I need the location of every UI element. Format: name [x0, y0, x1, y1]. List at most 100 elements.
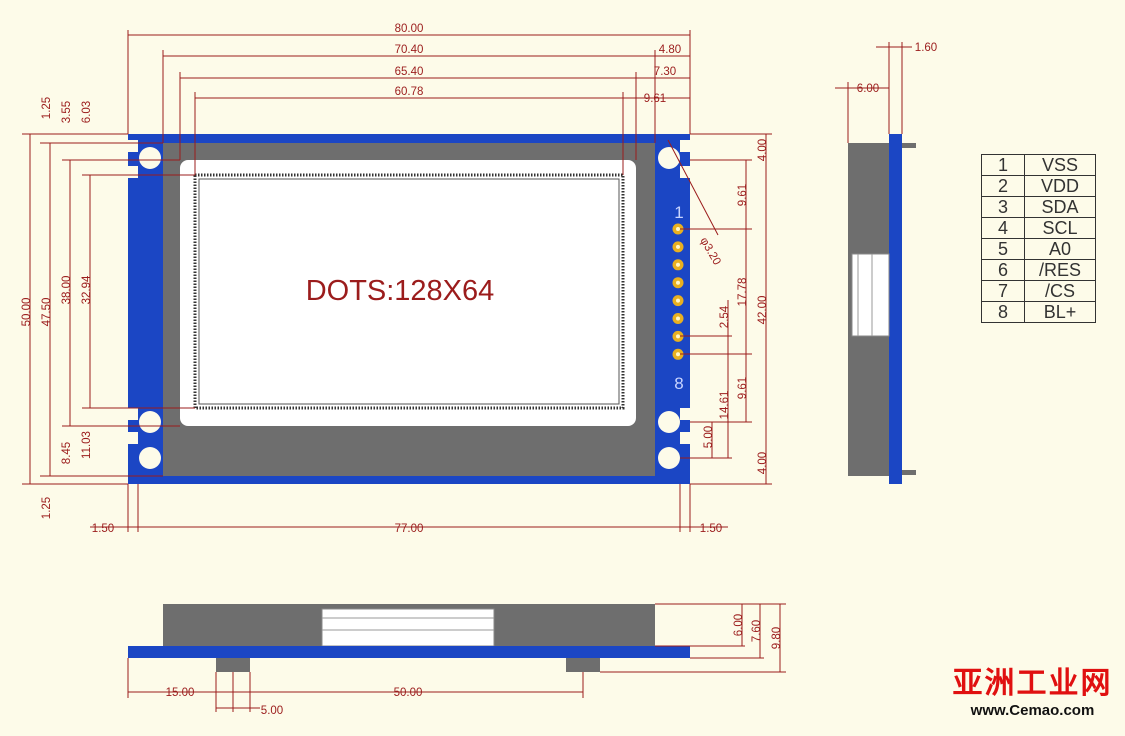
dim-active-height: 32.94 — [81, 275, 93, 304]
bottom-flex — [321, 608, 495, 647]
notch — [680, 408, 690, 420]
dim-top-offset-3: 6.03 — [81, 101, 93, 123]
dim-hole-bottom-offset: 4.00 — [757, 452, 769, 474]
dim-pin-bottom-offset: 9.61 — [737, 377, 749, 399]
pin-signal: BL+ — [1024, 301, 1096, 323]
pin-number: 1 — [981, 154, 1025, 176]
mounting-hole — [139, 447, 161, 469]
top-dimensions: 80.00 70.40 4.80 65.40 7.30 60.78 9.61 — [127, 23, 691, 175]
dim-pin-top-offset: 9.61 — [737, 184, 749, 206]
dim-hole-gap: 5.00 — [703, 426, 715, 448]
pin-hole — [676, 262, 680, 267]
pin-hole — [676, 280, 680, 285]
dim-pcb-thickness: 1.60 — [915, 42, 937, 54]
watermark-title: 亚洲工业网 — [952, 667, 1113, 700]
mounting-hole — [658, 447, 680, 469]
dim-bottom-offset: 1.25 — [41, 497, 53, 519]
pin-row: 7/CS — [981, 280, 1096, 302]
hole-diameter-label: φ3.20 — [697, 236, 722, 268]
dim-hole-width: 77.00 — [395, 523, 424, 535]
dim-right-margin: 1.50 — [700, 523, 722, 535]
dim-frame-width: 70.40 — [395, 44, 424, 56]
dim-pin-to-hole: 14.61 — [719, 391, 731, 420]
dots-label: DOTS:128X64 — [306, 275, 495, 307]
left-dimensions: 50.00 47.50 1.25 1.25 38.00 3.55 8.45 32… — [21, 97, 195, 519]
active-area-inner — [198, 178, 620, 405]
bottom-standoff — [216, 658, 250, 672]
bottom-dimensions: 1.50 77.00 1.50 — [90, 484, 728, 535]
pin-hole — [676, 316, 680, 321]
pin-signal: /RES — [1024, 259, 1096, 281]
dim-total-height: 50.00 — [21, 298, 33, 327]
pin-number: 7 — [981, 280, 1025, 302]
dim-hole-spacing: 42.00 — [757, 296, 769, 325]
pin-signal: /CS — [1024, 280, 1096, 302]
side-view: 1.60 6.00 — [835, 42, 937, 484]
dim-total-width: 80.00 — [395, 23, 424, 35]
pin-hole — [676, 227, 680, 231]
pin-signal: SCL — [1024, 217, 1096, 239]
bottom-view: 6.00 7.60 9.80 15.00 50.00 5.00 — [127, 603, 786, 717]
active-area — [193, 173, 625, 410]
notch — [128, 166, 138, 178]
pin-number: 8 — [981, 301, 1025, 323]
bottom-standoff — [566, 658, 600, 672]
notch — [680, 432, 690, 444]
notch — [680, 140, 690, 152]
side-tab — [902, 143, 916, 148]
pin-number: 5 — [981, 238, 1025, 260]
dim-viewing-bottom: 8.45 — [61, 442, 73, 464]
dim-lcd-depth: 6.00 — [857, 83, 879, 95]
notch — [128, 432, 138, 444]
notch — [128, 408, 138, 420]
dim-right-offset-2: 7.30 — [654, 66, 676, 78]
dim-standoff-offset: 15.00 — [166, 687, 195, 699]
dim-left-margin: 1.50 — [92, 523, 114, 535]
pin-signal: SDA — [1024, 196, 1096, 218]
dim-pin-pitch: 2.54 — [719, 305, 731, 328]
pin-signal: VDD — [1024, 175, 1096, 197]
dim-hole-top-offset: 4.00 — [757, 139, 769, 161]
dim-top-offset-2: 3.55 — [61, 101, 73, 123]
mounting-hole — [658, 147, 680, 169]
pin-hole — [676, 334, 680, 339]
dim-top-offset-1: 1.25 — [41, 97, 53, 119]
notch — [128, 140, 138, 152]
pin-hole — [676, 352, 680, 357]
dim-right-offset-3: 9.61 — [644, 93, 666, 105]
mounting-hole — [658, 411, 680, 433]
mounting-hole — [139, 411, 161, 433]
pin-signal: A0 — [1024, 238, 1096, 260]
dim-standoff-width: 5.00 — [261, 705, 283, 717]
dim-right-offset-1: 4.80 — [659, 44, 681, 56]
pin-number: 4 — [981, 217, 1025, 239]
pin-hole — [676, 244, 680, 249]
pin-row: 6/RES — [981, 259, 1096, 281]
front-view: DOTS:128X64 1 8 φ3.20 80.00 70.40 4.80 6… — [21, 23, 772, 535]
watermark-url: www.Cemao.com — [970, 702, 1095, 719]
dim-active-bottom: 11.03 — [81, 431, 93, 459]
dim-standoff-spacing: 50.00 — [394, 687, 423, 699]
dim-active-width: 60.78 — [395, 86, 424, 98]
pin-number: 3 — [981, 196, 1025, 218]
dim-body-plus-pcb: 7.60 — [751, 620, 763, 642]
dim-frame-height: 47.50 — [41, 298, 53, 327]
hole-leader — [667, 139, 719, 236]
dim-pin-span: 17.78 — [737, 278, 749, 307]
bottom-pcb — [128, 646, 690, 658]
dim-total-thickness: 9.80 — [771, 627, 783, 649]
pin-hole — [676, 298, 680, 303]
dim-body-height: 6.00 — [733, 614, 745, 636]
pin-number: 6 — [981, 259, 1025, 281]
pin-last-label: 8 — [674, 374, 683, 393]
pin-signal: VSS — [1024, 154, 1096, 176]
